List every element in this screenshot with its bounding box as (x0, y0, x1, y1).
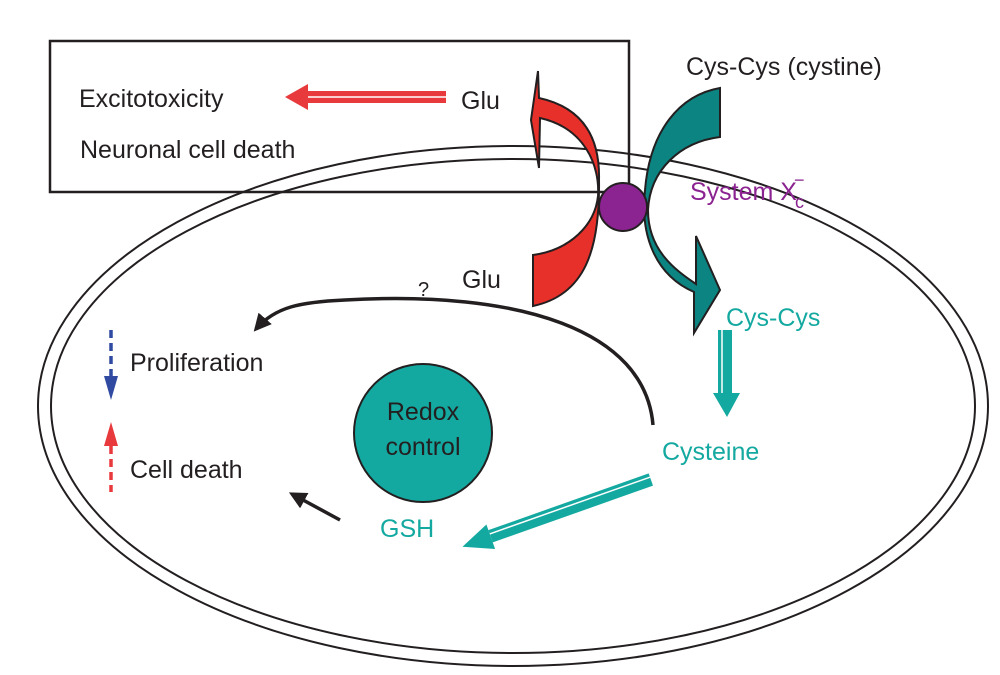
glu-export-arrow-body (529, 70, 601, 308)
system-xc-label-sup: − (794, 170, 805, 190)
excitotoxicity-arrow (285, 84, 446, 110)
cell-membrane-outer (37, 145, 989, 667)
proliferation-decrease-arrow (104, 330, 118, 400)
system-xc-transporter (598, 182, 648, 232)
cell-death-label: Cell death (130, 456, 243, 484)
redox-control-node (353, 363, 493, 503)
question-mark-label: ? (418, 279, 429, 301)
glu-to-proliferation-arrow (253, 296, 655, 426)
glu-outside-label: Glu (461, 87, 500, 115)
cysteine-to-gsh-arrow (462, 473, 654, 550)
redox-label-line2: control (385, 433, 460, 461)
gsh-label: GSH (380, 515, 434, 543)
excitotoxicity-box (48, 39, 631, 194)
cysteine-label: Cysteine (662, 438, 759, 466)
system-xc-label-sub: c (795, 192, 804, 212)
cyscys-to-cysteine-arrow (713, 330, 740, 417)
glu-inside-label: Glu (462, 266, 501, 294)
proliferation-label: Proliferation (130, 349, 263, 377)
gsh-to-cell-death-arrow (288, 492, 341, 522)
cell-death-increase-arrow (104, 422, 118, 492)
redox-label-line1: Redox (387, 398, 460, 426)
neuronal-cell-death-label: Neuronal cell death (80, 136, 295, 164)
cys-cys-inside-label: Cys-Cys (726, 304, 820, 332)
cystine-label: Cys-Cys (cystine) (686, 53, 882, 81)
system-xc-label: System Xc− (690, 170, 805, 212)
cell-membrane-inner (50, 158, 976, 654)
system-xc-label-main: System X (690, 178, 797, 206)
excitotoxicity-label: Excitotoxicity (79, 85, 224, 113)
cystine-import-arrow (643, 86, 722, 337)
